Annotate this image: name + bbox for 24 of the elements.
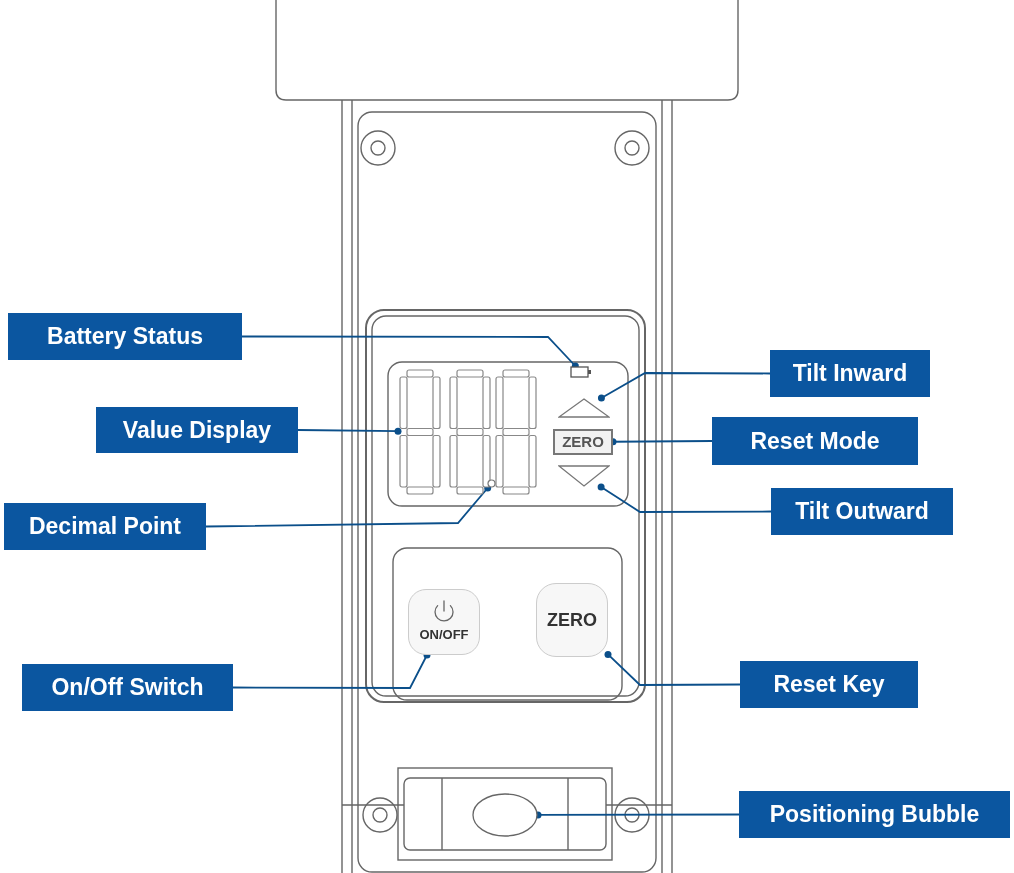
lcd-digits <box>398 369 538 495</box>
leader-line <box>597 372 771 402</box>
triangle-indicator <box>558 465 610 487</box>
leader-line <box>297 427 402 435</box>
leader-line <box>597 483 772 513</box>
callout-label: Decimal Point <box>4 503 206 550</box>
callout-label: Reset Key <box>740 661 918 708</box>
battery-icon <box>570 366 592 378</box>
callout-label: Reset Mode <box>712 417 918 465</box>
button-text: ON/OFF <box>419 626 469 645</box>
callout-label: Value Display <box>96 407 298 453</box>
triangle-indicator <box>558 398 610 418</box>
callout-label: Tilt Outward <box>771 488 953 535</box>
leader-line <box>604 650 741 686</box>
decimal-point-dot <box>487 479 496 488</box>
level-bubble <box>472 793 538 837</box>
callout-label: Positioning Bubble <box>739 791 1010 838</box>
callout-label: Tilt Inward <box>770 350 930 397</box>
callout-label: Battery Status <box>8 313 242 360</box>
power-button <box>408 589 480 655</box>
zero-indicator: ZERO <box>553 429 613 455</box>
zero-button: ZERO <box>536 583 608 657</box>
callout-label: On/Off Switch <box>22 664 233 711</box>
leader-line <box>205 484 492 528</box>
